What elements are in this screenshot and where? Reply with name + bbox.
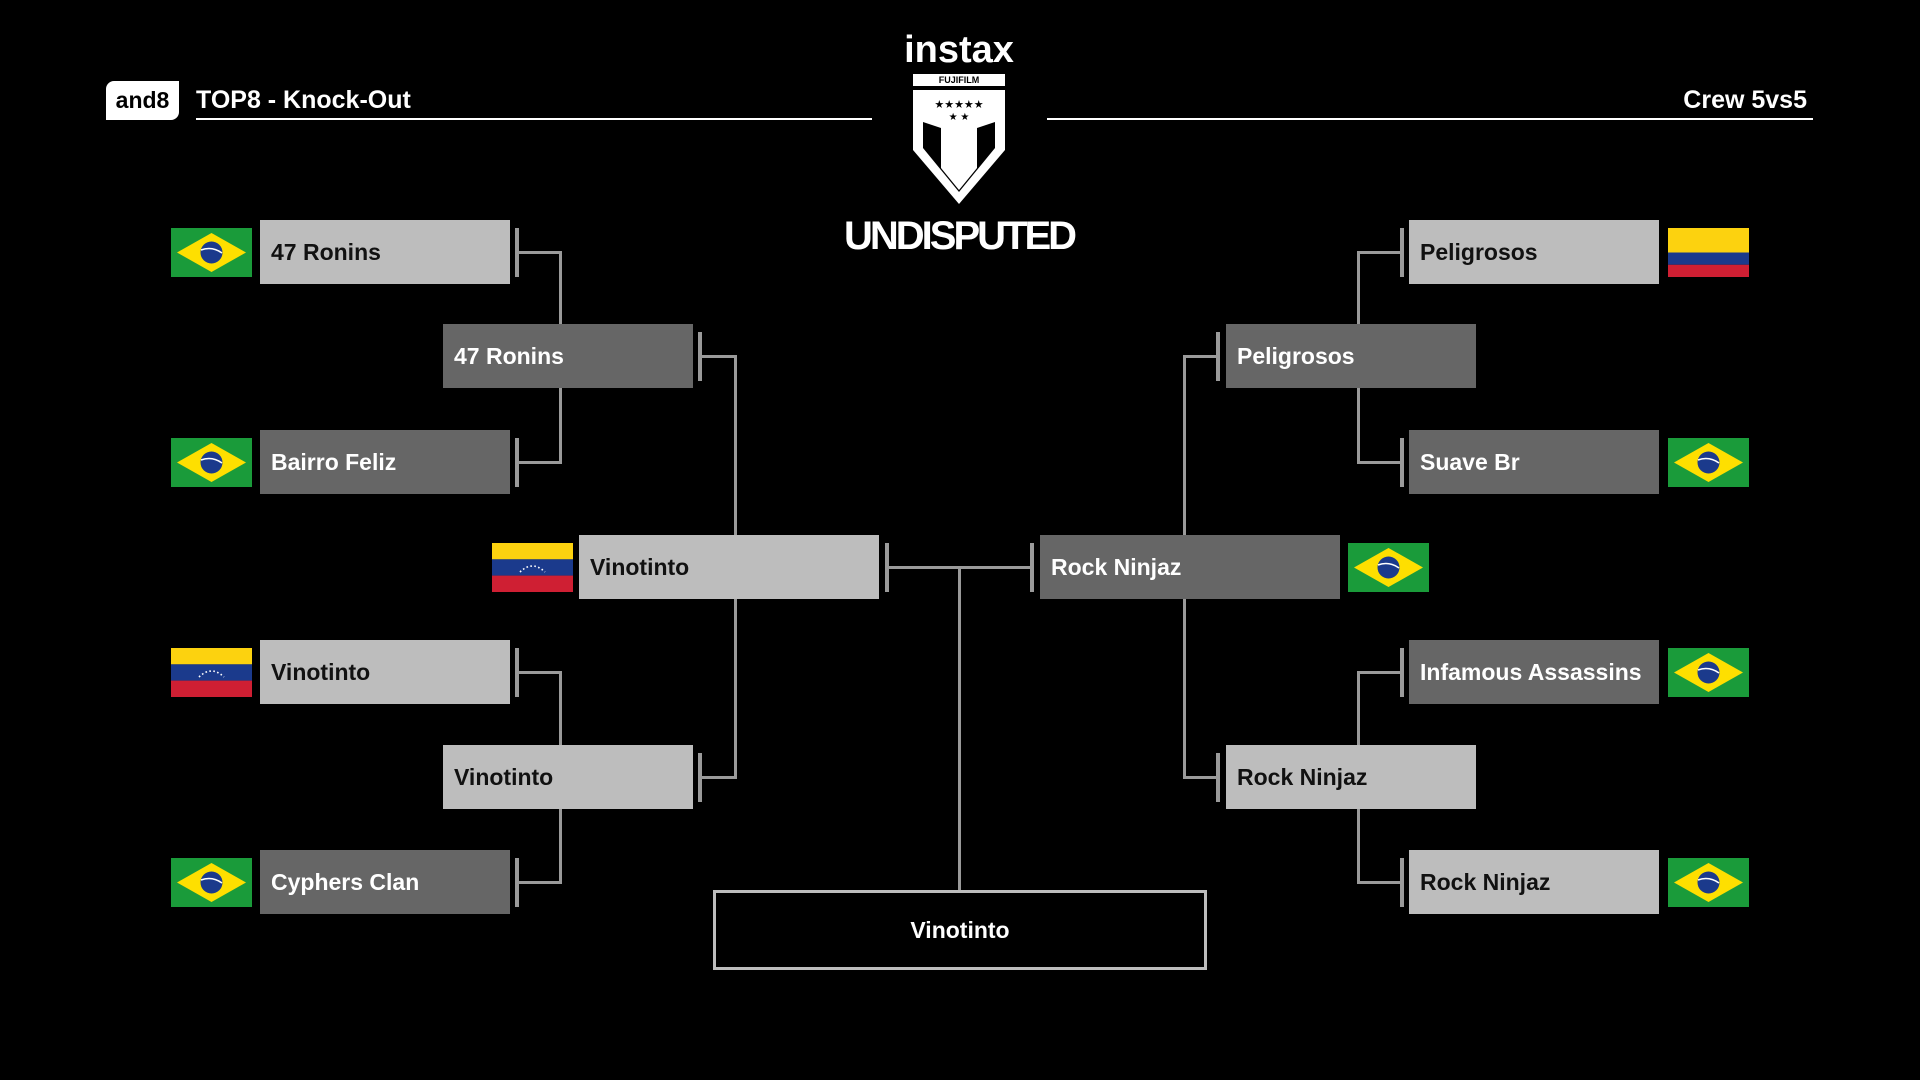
flag-brazil-icon	[1668, 648, 1749, 697]
fujifilm-label: FUJIFILM	[939, 75, 980, 85]
flag-brazil-icon	[171, 438, 252, 487]
team-slot-right-qf-1[interactable]: Peligrosos	[1226, 324, 1476, 388]
team-slot-left-r1-1[interactable]: 47 Ronins	[260, 220, 510, 284]
bracket-title: TOP8 - Knock-Out	[196, 86, 411, 114]
team-slot-left-r1-4[interactable]: Cyphers Clan	[260, 850, 510, 914]
flag-venezuela-icon	[171, 648, 252, 697]
team-slot-left-qf-2[interactable]: Vinotinto	[443, 745, 693, 809]
shield-icon: FUJIFILM ★★★★★ ★ ★	[913, 74, 1005, 204]
team-slot-right-semi[interactable]: Rock Ninjaz	[1040, 535, 1340, 599]
team-slot-right-r1-3[interactable]: Infamous Assassins	[1409, 640, 1659, 704]
category-label: Crew 5vs5	[1683, 86, 1807, 114]
flag-brazil-icon	[171, 858, 252, 907]
undisputed-logo: UNDISPUTED	[843, 214, 1077, 258]
header-divider-right	[1047, 118, 1813, 120]
flag-brazil-icon	[171, 228, 252, 277]
team-slot-left-r1-3[interactable]: Vinotinto	[260, 640, 510, 704]
team-slot-right-r1-2[interactable]: Suave Br	[1409, 430, 1659, 494]
flag-brazil-icon	[1668, 858, 1749, 907]
team-slot-left-r1-2[interactable]: Bairro Feliz	[260, 430, 510, 494]
and8-badge: and8	[106, 81, 179, 120]
svg-text:★ ★: ★ ★	[949, 112, 970, 123]
event-logo: instax FUJIFILM ★★★★★ ★ ★ UNDISPUTED	[842, 29, 1077, 259]
instax-logo: instax	[904, 29, 1014, 71]
flag-venezuela-icon	[492, 543, 573, 592]
header-divider-left	[196, 118, 872, 120]
svg-text:★★★★★: ★★★★★	[934, 99, 983, 111]
team-slot-left-qf-1[interactable]: 47 Ronins	[443, 324, 693, 388]
team-slot-right-r1-1[interactable]: Peligrosos	[1409, 220, 1659, 284]
flag-brazil-icon	[1668, 438, 1749, 487]
team-slot-right-qf-2[interactable]: Rock Ninjaz	[1226, 745, 1476, 809]
flag-colombia-icon	[1668, 228, 1749, 277]
champion-slot[interactable]: Vinotinto	[713, 890, 1207, 970]
flag-brazil-icon	[1348, 543, 1429, 592]
team-slot-right-r1-4[interactable]: Rock Ninjaz	[1409, 850, 1659, 914]
team-slot-left-semi[interactable]: Vinotinto	[579, 535, 879, 599]
